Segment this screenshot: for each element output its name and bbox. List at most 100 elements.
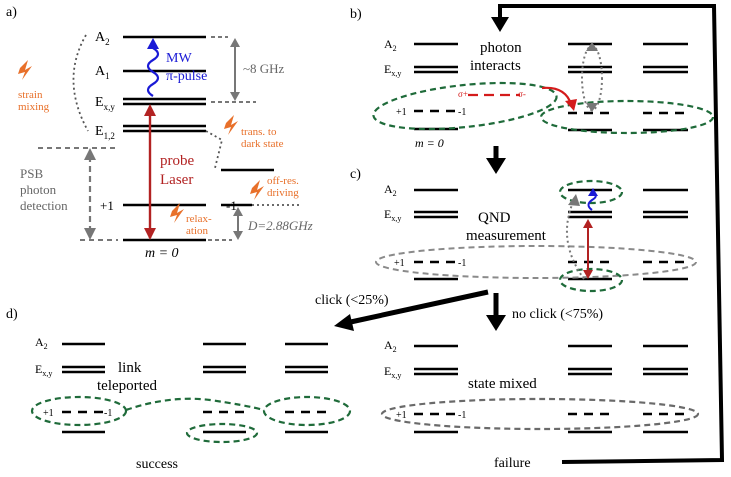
arrow-click [345, 289, 489, 326]
lightning-offres-icon [250, 180, 264, 200]
mw-wave-arrow [146, 47, 160, 97]
d-ellipse-mid [185, 422, 259, 444]
link-text-1: link [118, 360, 142, 376]
lightning-strain-icon [18, 60, 32, 80]
relax-text-1: relax- [186, 213, 212, 225]
psb-text-2: photon [20, 182, 57, 197]
c-probe-arrowhead-down-icon [583, 270, 593, 279]
feedback-arrowhead-icon [491, 17, 509, 32]
trans-text-1: trans. to [241, 126, 277, 138]
strain-mixing-arc [72, 34, 89, 132]
probe-arrowhead-up-icon [144, 104, 156, 116]
panel-c: c) A2 Ex,y +1 -1 QND measurement [350, 167, 697, 293]
b-gray-cycle [581, 45, 603, 111]
c-ellipse-gray [375, 245, 697, 279]
mw-label: MW [166, 51, 192, 66]
probe-text-1: probe [160, 153, 194, 169]
probe-text-2: Laser [160, 172, 193, 188]
arrow-click-head-icon [334, 314, 354, 331]
ghz8-arrowhead-down-icon [230, 92, 240, 101]
b-label-m0: m = 0 [415, 136, 444, 150]
arrow-noclick-head-icon [486, 315, 506, 331]
d-ellipse-left [30, 395, 128, 427]
psb-text-1: PSB [20, 166, 43, 181]
e-label-exy: Ex,y [384, 364, 401, 380]
c-gray-curve [565, 199, 585, 280]
label-a2: A2 [95, 30, 110, 47]
pi-pulse-label: π-pulse [166, 69, 207, 84]
photon-transfer-arrowhead-icon [565, 99, 577, 111]
qnd-text-1: QND [478, 210, 511, 226]
e-label-plus1: +1 [396, 410, 407, 421]
panel-c-label: c) [350, 167, 361, 182]
d-label-minus1: -1 [104, 408, 112, 419]
label-plus1: +1 [100, 198, 114, 213]
b-ellipse-left [372, 81, 558, 131]
c-label-minus1: -1 [458, 258, 466, 269]
noclick-label: no click (<75%) [512, 307, 603, 322]
b-label-exy: Ex,y [384, 62, 401, 78]
b-ellipse-right [539, 99, 715, 135]
c-ellipse-bottom [558, 267, 624, 293]
success-label: success [136, 457, 178, 472]
panel-a: a) A2 A1 Ex,y E1,2 +1 -1 m = 0 strain mi… [6, 5, 313, 261]
b-label-plus1: +1 [396, 107, 407, 118]
c-label-a2: A2 [384, 182, 397, 198]
b-label-a2: A2 [384, 37, 397, 53]
c-label-plus1: +1 [394, 258, 405, 269]
psb-arrowhead-up-icon [84, 148, 96, 160]
photon-text-2: interacts [470, 58, 521, 74]
offres-text-2: driving [267, 187, 299, 199]
panel-d: d) A2 Ex,y +1 -1 link teleported success [6, 307, 352, 472]
photon-text-1: photon [480, 40, 522, 56]
e-ellipse-gray [380, 397, 700, 431]
d-label: D=2.88GHz [247, 218, 313, 233]
e-label-minus1: -1 [458, 410, 466, 421]
trans-text-2: dark state [241, 138, 284, 150]
c-gray-arrowhead-icon [568, 194, 580, 206]
label-m0: m = 0 [145, 246, 179, 261]
qnd-text-2: measurement [466, 228, 547, 244]
feedback-loop-arrow [498, 4, 725, 464]
probe-arrowhead-down-icon [144, 228, 156, 240]
d-ellipse-right [262, 395, 352, 427]
d-link-curve [125, 397, 265, 412]
b-cycle-arrowhead-bottom-icon [586, 103, 598, 112]
b-cycle-arrowhead-top-icon [586, 42, 598, 51]
sigma-minus-label: σ- [518, 89, 526, 99]
panel-a-label: a) [6, 5, 17, 20]
failure-label: failure [494, 456, 531, 471]
relax-text-2: ation [186, 225, 208, 237]
b-label-minus1: -1 [458, 107, 466, 118]
e-label-a2: A2 [384, 338, 397, 354]
d-label-plus1: +1 [43, 408, 54, 419]
panel-d-label: d) [6, 307, 18, 322]
arrow-b-to-c-head-icon [486, 158, 506, 174]
d-arrowhead-down-icon [233, 231, 243, 240]
c-probe-arrowhead-up-icon [583, 219, 593, 228]
psb-arrowhead-down-icon [84, 228, 96, 240]
psb-text-3: detection [20, 198, 68, 213]
c-ellipse-top [558, 179, 624, 205]
lightning-relax-icon [170, 203, 184, 223]
c-mw-arrowhead-icon [588, 188, 598, 196]
dark-state-path [205, 130, 224, 169]
lightning-dark-icon [224, 115, 238, 135]
label-e12: E1,2 [95, 124, 115, 141]
label-a1: A1 [95, 64, 110, 81]
d-label-exy: Ex,y [35, 362, 52, 378]
panel-b: b) A2 Ex,y +1 -1 m = 0 photon interacts … [350, 7, 715, 150]
label-exy: Ex,y [95, 95, 115, 112]
offres-text-1: off-res. [267, 175, 299, 187]
ghz8-arrowhead-up-icon [230, 38, 240, 47]
mixed-label: state mixed [468, 376, 537, 392]
label-minus1: -1 [226, 198, 237, 213]
c-label-exy: Ex,y [384, 207, 401, 223]
click-label: click (<25%) [315, 293, 389, 308]
mw-arrowhead-icon [147, 38, 159, 49]
strain-text-2: mixing [18, 101, 50, 113]
strain-text-1: strain [18, 89, 43, 101]
ghz8-label: ~8 GHz [243, 61, 285, 76]
d-arrowhead-up-icon [233, 207, 243, 216]
